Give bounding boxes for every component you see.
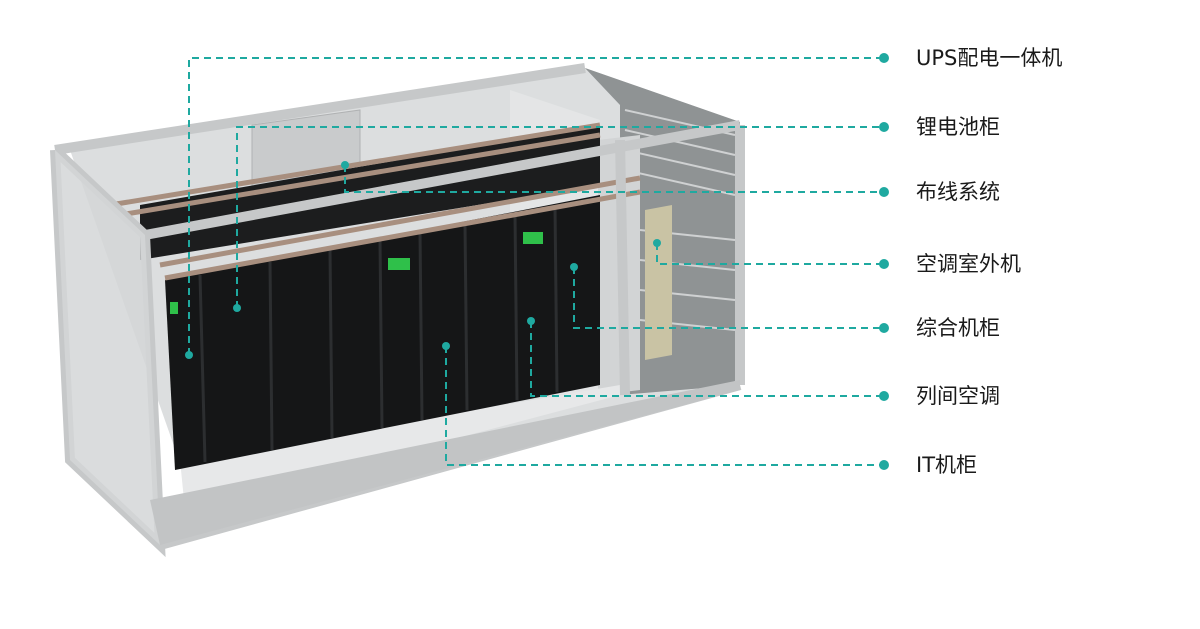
label-integrated-cabinet: 综合机柜	[916, 316, 1000, 340]
front-cabinet-row	[165, 195, 600, 470]
leader-lines	[188, 57, 884, 466]
leader-dots	[185, 53, 889, 470]
label-cabling-system: 布线系统	[916, 180, 1000, 204]
container-end-panel	[55, 150, 160, 545]
leader-line-integrated-cabinet	[573, 267, 884, 329]
label-inrow-ac: 列间空调	[916, 384, 1000, 408]
label-outdoor-ac-unit: 空调室外机	[916, 252, 1021, 276]
leader-line-inrow-ac	[530, 321, 884, 397]
cabinet-status-lights	[170, 232, 543, 314]
label-it-cabinet: IT机柜	[916, 453, 978, 477]
leader-line-cabling	[344, 165, 884, 193]
leader-line-it-cabinet	[445, 346, 884, 466]
leader-line-ups	[188, 57, 884, 355]
outdoor-ac-unit	[645, 205, 672, 360]
leader-line-outdoor-ac	[656, 243, 884, 265]
label-ups-power-unit: UPS配电一体机	[916, 46, 1063, 70]
cabinet-dividers	[198, 205, 559, 463]
leader-line-battery	[236, 126, 884, 308]
container-base	[150, 380, 740, 545]
label-lithium-battery-cabinet: 锂电池柜	[916, 115, 1000, 139]
